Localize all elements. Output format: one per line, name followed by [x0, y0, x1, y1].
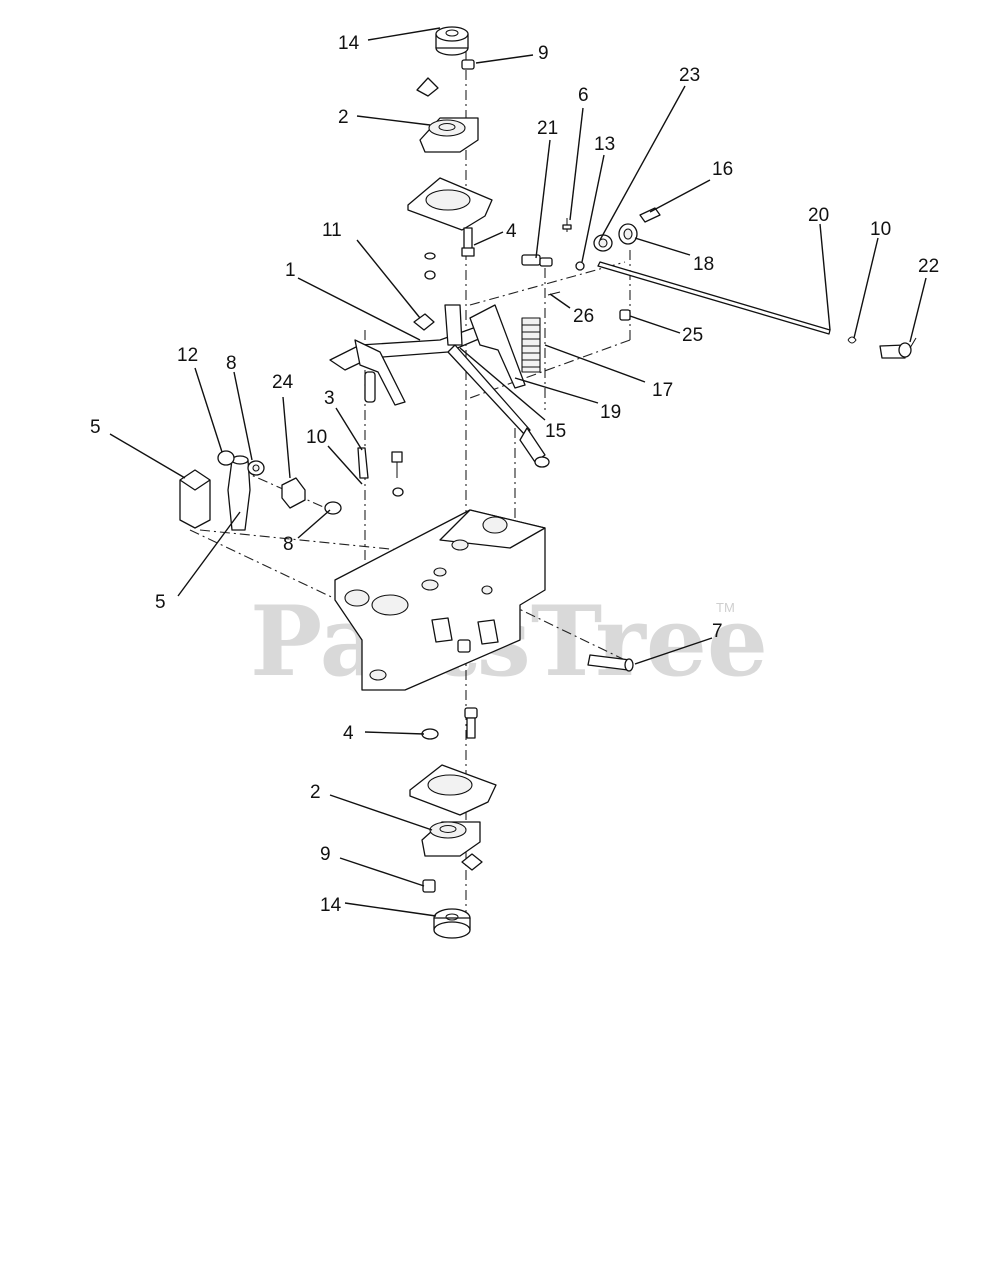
callout-19: 19: [600, 402, 621, 423]
callout-1: 1: [285, 260, 296, 281]
callout-7: 7: [712, 621, 723, 642]
callout-4-top: 4: [506, 221, 517, 242]
callout-18: 18: [693, 254, 714, 275]
right-small-parts: [521, 207, 661, 321]
lower-bearing-flange: [421, 821, 481, 857]
top-flange-nut: [435, 26, 469, 56]
bottom-flange-nut: [433, 908, 471, 939]
upper-bolt: [461, 227, 475, 257]
callout-11: 11: [322, 220, 342, 241]
callout-10-right: 10: [870, 219, 891, 240]
linkage-assembly: [329, 304, 550, 468]
callout-26: 26: [573, 306, 594, 327]
top-screw-9: [461, 59, 475, 70]
small-washers-mid: [424, 252, 436, 280]
ball-joint-22: [879, 337, 917, 359]
callout-16: 16: [712, 159, 733, 180]
callout-14-bottom: 14: [320, 895, 342, 916]
nut-11: [413, 313, 435, 331]
callout-23: 23: [679, 65, 700, 86]
lower-screw-9: [422, 879, 436, 893]
callout-4-bottom: 4: [343, 723, 354, 744]
small-nut-top: [416, 77, 439, 97]
callout-24: 24: [272, 372, 294, 393]
leader-lines: [109, 27, 927, 917]
callout-8-top: 8: [226, 353, 237, 374]
callout-2-top: 2: [338, 107, 349, 128]
callout-labels: 14 9 2 4 11 1 21 6 13 23 16 18 20 10 22 …: [90, 33, 939, 916]
callout-20: 20: [808, 205, 829, 226]
callout-8-bottom: 8: [283, 534, 294, 555]
callout-5-top: 5: [90, 417, 101, 438]
lower-washer-4: [421, 728, 439, 740]
center-lines: [189, 50, 631, 930]
rod-20: [597, 261, 831, 335]
top-bearing-flange: [419, 117, 479, 153]
left-parts: [179, 450, 342, 531]
callout-10-left: 10: [306, 427, 327, 448]
pin-7: [587, 654, 634, 672]
callout-15: 15: [545, 421, 566, 442]
callout-9-top: 9: [538, 43, 549, 64]
callout-21: 21: [537, 118, 558, 139]
callout-3: 3: [324, 388, 335, 409]
callout-25: 25: [682, 325, 703, 346]
clip-10-right: [847, 336, 857, 344]
callout-5-bottom: 5: [155, 592, 166, 613]
callout-12: 12: [177, 345, 198, 366]
callout-6: 6: [578, 85, 589, 106]
main-frame: [334, 509, 546, 691]
callout-13: 13: [594, 134, 615, 155]
callout-14-top: 14: [338, 33, 360, 54]
spring-17: [521, 317, 541, 373]
callout-22: 22: [918, 256, 939, 277]
lower-bolt: [464, 707, 478, 739]
callout-9-bottom: 9: [320, 844, 331, 865]
callout-2-bottom: 2: [310, 782, 321, 803]
middle-small-parts: [357, 447, 404, 497]
lower-plate: [409, 764, 497, 816]
frame-bolts: [431, 617, 499, 653]
watermark-tm: TM: [716, 600, 735, 615]
small-nut-lower: [461, 853, 483, 871]
callout-17: 17: [652, 380, 673, 401]
top-plate: [407, 177, 493, 231]
